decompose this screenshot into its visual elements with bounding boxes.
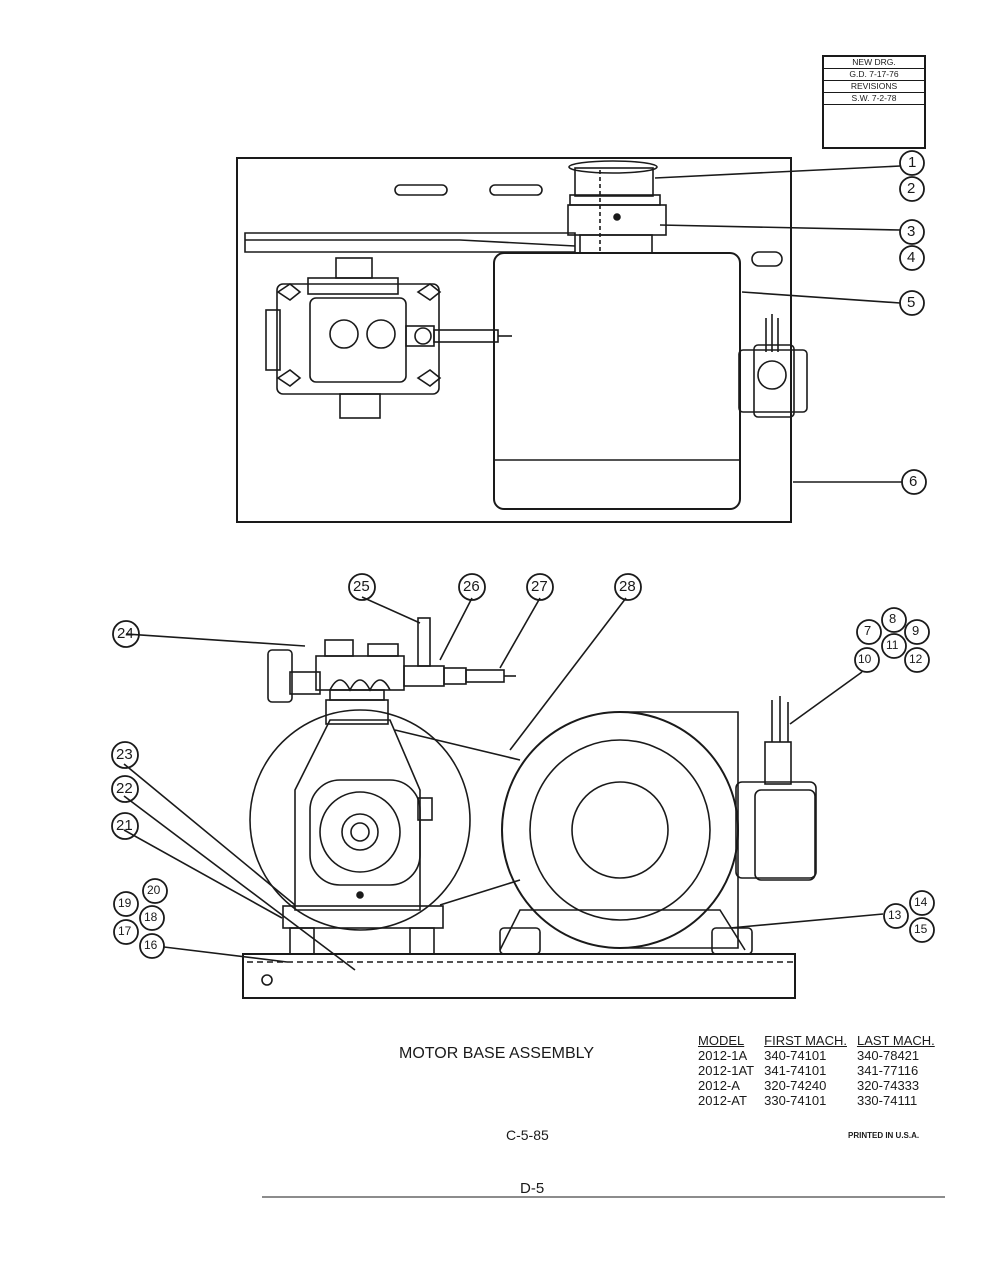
table-row: 2012-A 320-74240 320-74333 <box>694 1078 941 1093</box>
callout-26: 26 <box>463 578 480 595</box>
callout-28: 28 <box>619 578 636 595</box>
callout-7: 7 <box>864 623 872 638</box>
drawing-title: MOTOR BASE ASSEMBLY <box>399 1045 595 1062</box>
revision-box: NEW DRG. G.D. 7-17-76 REVISIONS S.W. 7-2… <box>822 55 926 149</box>
callout-11: 11 <box>886 638 899 652</box>
callout-1: 1 <box>908 154 917 171</box>
callout-9: 9 <box>912 623 920 638</box>
model-header: MODEL <box>698 1033 745 1048</box>
callout-16: 16 <box>144 938 158 952</box>
model-cell: 2012-1A <box>698 1048 748 1063</box>
leader-lines <box>123 165 902 971</box>
callout-18: 18 <box>144 910 158 924</box>
drawing-code: C-5-85 <box>506 1127 549 1143</box>
callout-20: 20 <box>147 883 161 897</box>
callout-14: 14 <box>914 895 928 909</box>
table-row: 2012-1A 340-74101 340-78421 <box>694 1048 941 1063</box>
callout-13: 13 <box>888 908 902 922</box>
model-cell: 2012-1AT <box>698 1063 755 1078</box>
last-cell: 330-74111 <box>856 1093 918 1108</box>
model-cell: 2012-A <box>698 1078 740 1093</box>
callout-17: 17 <box>118 924 132 938</box>
revision-line-2: G.D. 7-17-76 <box>824 69 924 81</box>
callout-12: 12 <box>909 652 923 666</box>
last-mach-header: LAST MACH. <box>856 1033 935 1048</box>
last-cell: 320-74333 <box>856 1078 920 1093</box>
callout-19: 19 <box>118 896 132 910</box>
callout-circles <box>111 150 935 959</box>
last-cell: 341-77116 <box>856 1063 919 1078</box>
callout-23: 23 <box>116 746 133 763</box>
revision-line-4: S.W. 7-2-78 <box>824 93 924 105</box>
first-cell: 341-74101 <box>764 1063 827 1078</box>
table-row: 2012-AT 330-74101 330-74111 <box>694 1093 941 1108</box>
callout-25: 25 <box>353 578 370 595</box>
callout-15: 15 <box>914 922 928 936</box>
callout-21: 21 <box>116 817 133 834</box>
model-cell: 2012-AT <box>698 1093 747 1108</box>
callout-22: 22 <box>116 780 133 797</box>
top-view <box>236 157 808 523</box>
callout-3: 3 <box>907 223 916 240</box>
first-mach-header: FIRST MACH. <box>764 1033 847 1048</box>
revision-line-3: REVISIONS <box>824 81 924 93</box>
callout-5: 5 <box>907 294 916 311</box>
first-cell: 320-74240 <box>764 1078 827 1093</box>
side-view <box>242 617 817 999</box>
callout-10: 10 <box>858 652 872 666</box>
page-label: D-5 <box>520 1180 545 1197</box>
revision-line-1: NEW DRG. <box>824 57 924 69</box>
model-table: MODEL FIRST MACH. LAST MACH. 2012-1A 340… <box>694 1033 941 1108</box>
printed-note: PRINTED IN U.S.A. <box>848 1131 920 1140</box>
callout-4: 4 <box>907 249 916 266</box>
first-cell: 330-74101 <box>764 1093 827 1108</box>
callout-2: 2 <box>907 180 916 197</box>
callout-6: 6 <box>909 473 918 490</box>
callout-8: 8 <box>889 611 897 626</box>
table-row: 2012-1AT 341-74101 341-77116 <box>694 1063 941 1078</box>
callout-27: 27 <box>531 578 548 595</box>
revision-blank <box>824 105 924 147</box>
first-cell: 340-74101 <box>764 1048 827 1063</box>
last-cell: 340-78421 <box>856 1048 920 1063</box>
callout-24: 24 <box>117 625 134 642</box>
